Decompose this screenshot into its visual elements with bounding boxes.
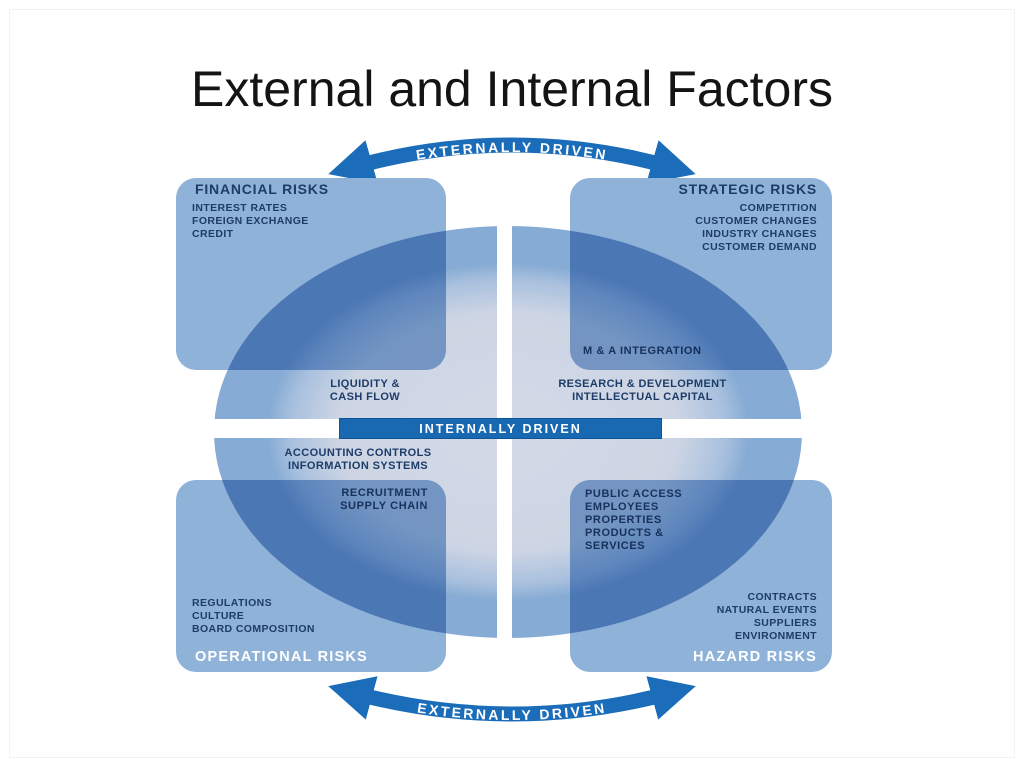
svg-text:EXTERNALLY DRIVEN: EXTERNALLY DRIVEN <box>416 700 607 723</box>
research-label: RESEARCH & DEVELOPMENT INTELLECTUAL CAPI… <box>520 378 765 404</box>
list-item: REGULATIONS <box>192 597 273 609</box>
financial-risks-title: FINANCIAL RISKS <box>195 181 329 197</box>
accounting-label: ACCOUNTING CONTROLS INFORMATION SYSTEMS <box>258 447 458 473</box>
list-item: CUSTOMER CHANGES <box>695 215 817 227</box>
list-item: CONTRACTS <box>747 591 817 603</box>
list-item: LIQUIDITY & <box>330 378 400 390</box>
list-item: ACCOUNTING CONTROLS <box>284 447 432 459</box>
hazard-risks-title: HAZARD RISKS <box>693 649 817 665</box>
list-item: CULTURE <box>192 610 245 622</box>
svg-text:EXTERNALLY DRIVEN: EXTERNALLY DRIVEN <box>415 139 609 163</box>
list-item: COMPETITION <box>739 202 817 214</box>
list-item: CREDIT <box>192 228 234 240</box>
list-item: ENVIRONMENT <box>735 630 817 642</box>
list-item: RESEARCH & DEVELOPMENT <box>558 378 727 390</box>
hazard-risks-items: CONTRACTS NATURAL EVENTS SUPPLIERS ENVIR… <box>600 591 817 643</box>
externally-driven-bottom-arrow: EXTERNALLY DRIVEN <box>328 676 696 723</box>
strategic-risks-title: STRATEGIC RISKS <box>678 181 817 197</box>
page-title: External and Internal Factors <box>191 61 833 117</box>
list-item: CUSTOMER DEMAND <box>702 241 817 253</box>
financial-risks-items: INTEREST RATES FOREIGN EXCHANGE CREDIT <box>192 202 309 241</box>
top-arrow-label: EXTERNALLY DRIVEN <box>415 139 607 163</box>
list-item: SUPPLIERS <box>753 617 817 629</box>
liquidity-label: LIQUIDITY & CASH FLOW <box>270 378 460 404</box>
externally-driven-top-arrow: EXTERNALLY DRIVEN <box>328 137 696 184</box>
internally-driven-bar: INTERNALLY DRIVEN <box>339 418 662 439</box>
bottom-arrow-label: EXTERNALLY DRIVEN <box>416 700 605 723</box>
list-item: NATURAL EVENTS <box>716 604 817 616</box>
list-item: FOREIGN EXCHANGE <box>192 215 309 227</box>
internally-driven-label: INTERNALLY DRIVEN <box>419 421 582 436</box>
list-item: INDUSTRY CHANGES <box>702 228 817 240</box>
strategic-risks-items: COMPETITION CUSTOMER CHANGES INDUSTRY CH… <box>570 202 817 254</box>
top-arrow-band <box>328 137 696 184</box>
list-item: INTELLECTUAL CAPITAL <box>572 391 713 403</box>
list-item: INTEREST RATES <box>192 202 288 214</box>
list-item: CASH FLOW <box>329 391 401 403</box>
list-item: INFORMATION SYSTEMS <box>287 460 428 472</box>
operational-risks-title: OPERATIONAL RISKS <box>195 649 368 665</box>
operational-risks-items: REGULATIONS CULTURE BOARD COMPOSITION <box>192 597 315 636</box>
bottom-arrow-band <box>328 676 696 722</box>
slide-frame <box>9 9 1015 758</box>
list-item: BOARD COMPOSITION <box>192 623 315 635</box>
